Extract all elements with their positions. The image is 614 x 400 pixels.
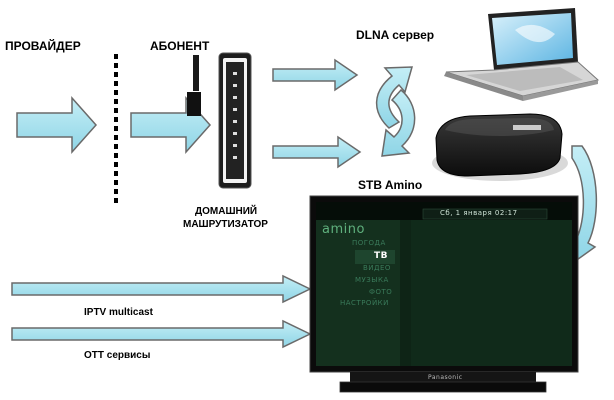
tv-menu-tv: ТВ [374, 251, 388, 261]
tv-datetime: Сб, 1 января 02:17 [440, 209, 518, 217]
arrow-router-to-stb [272, 135, 362, 169]
router-label-line1: ДОМАШНИЙ [195, 206, 258, 217]
tv-device [309, 195, 579, 393]
arrow-router-to-dlna [272, 58, 359, 92]
subscriber-label: АБОНЕНТ [150, 39, 210, 53]
arrow-provider-to-subscriber [16, 96, 98, 154]
arrow-iptv-multicast [11, 274, 312, 304]
curved-arrow-down [381, 88, 416, 157]
dlna-server-label: DLNA сервер [356, 28, 435, 42]
amino-logo: amino [322, 222, 365, 237]
iptv-label: IPTV multicast [84, 307, 153, 318]
router-label-line2: МАШРУТИЗАТОР [183, 219, 268, 230]
tv-brand-logo: Panasonic [428, 374, 463, 381]
arrow-ott-services [11, 319, 312, 349]
laptop-device [444, 8, 600, 101]
tv-menu-settings: НАСТРОЙКИ [340, 299, 389, 307]
provider-label: ПРОВАЙДЕР [5, 39, 81, 53]
stb-device [432, 113, 568, 181]
stb-amino-label: STB Amino [358, 178, 423, 192]
router-device [187, 52, 252, 189]
tv-menu-music: МУЗЫКА [355, 276, 389, 284]
tv-menu-weather: ПОГОДА [352, 239, 386, 247]
tv-menu-video: ВИДЕО [363, 264, 391, 272]
curved-arrow-up [375, 66, 413, 129]
arrow-stb-to-tv [566, 145, 598, 264]
tv-menu-photo: ФОТО [369, 288, 393, 296]
ott-label: OTT сервисы [84, 350, 151, 361]
